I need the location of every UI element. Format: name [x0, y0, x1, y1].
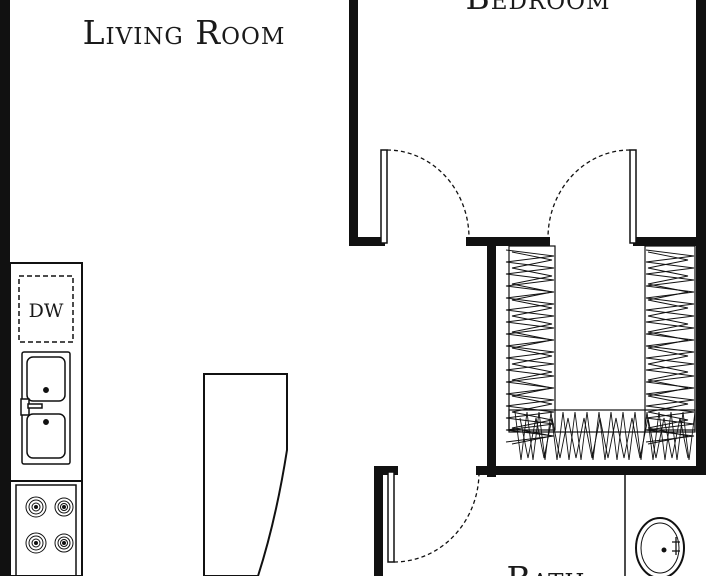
hanger-column: [647, 251, 689, 445]
bath-top-wall-right: [476, 466, 706, 475]
burner-bottom-left: [25, 532, 47, 554]
closet-left-wall: [487, 237, 496, 477]
burner-top-left: [25, 496, 47, 518]
kitchen-counter: DW: [9, 262, 83, 576]
bath-label: Bath: [506, 559, 585, 576]
closet-shelf-left: [508, 245, 556, 431]
closet-hangers: [505, 249, 696, 461]
left-exterior-wall: [0, 0, 10, 576]
hanger-column: [505, 249, 555, 443]
bedroom-door-2-leaf: [629, 149, 637, 244]
bath-sink: [635, 517, 685, 576]
kitchen-island: [203, 373, 288, 576]
closet: [505, 245, 696, 461]
bedroom-door-2-swing: [547, 149, 631, 239]
burner-top-right: [54, 497, 74, 517]
burner-bottom-right: [54, 533, 74, 553]
bath-door-leaf: [387, 471, 395, 563]
closet-shelf-back: [508, 409, 696, 433]
bedroom-bottom-wall-right: [633, 237, 706, 246]
hanger-row: [514, 411, 696, 461]
bath-top-wall-left: [374, 466, 398, 475]
bedroom-label: Bedroom: [465, 0, 610, 17]
hanger-column: [645, 249, 695, 443]
counter-outline: [9, 262, 83, 576]
stove: [15, 484, 77, 576]
room-labels: Living Room Bedroom Bath: [83, 0, 610, 576]
hanger-row: [519, 417, 689, 459]
bedroom-bottom-wall-left: [349, 237, 385, 246]
bath-faucet: [672, 537, 680, 555]
double-sink: [20, 351, 71, 465]
bedroom-left-wall: [349, 0, 358, 246]
doors: [380, 149, 637, 563]
bedroom-bottom-wall-mid: [466, 237, 550, 246]
hanger-column: [511, 251, 553, 445]
bath-fixtures: [624, 475, 685, 576]
bath-door-swing: [393, 471, 480, 563]
dishwasher-label: DW: [29, 300, 64, 322]
bedroom-door-1-leaf: [380, 149, 388, 244]
bath-left-wall: [374, 466, 383, 576]
right-exterior-wall: [696, 0, 706, 470]
drain: [661, 547, 667, 553]
dishwasher-box: [18, 275, 74, 343]
bedroom-door-1-swing: [386, 149, 470, 239]
living-room-label: Living Room: [83, 13, 286, 52]
closet-shelf-right: [644, 245, 696, 431]
